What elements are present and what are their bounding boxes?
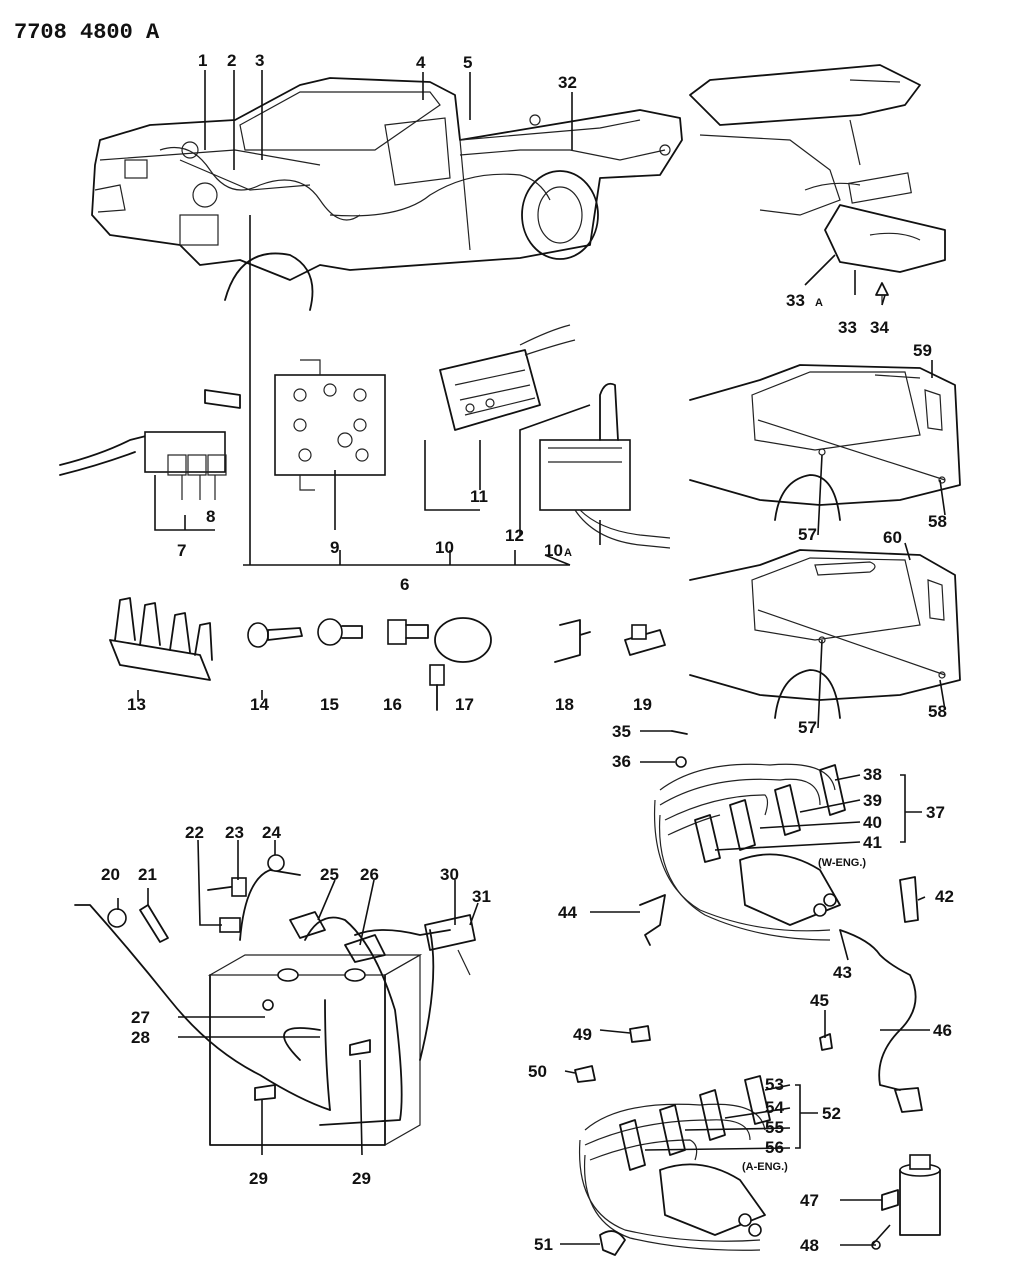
callout-33a-suffix: A: [815, 297, 823, 309]
callout-17: 17: [455, 695, 474, 714]
callout-47: 47: [800, 1191, 819, 1210]
callout-52: 52: [822, 1104, 841, 1123]
callout-33a: 33: [786, 291, 805, 310]
callout-42: 42: [935, 887, 954, 906]
callout-7: 7: [177, 541, 186, 560]
callout-35: 35: [612, 722, 631, 741]
callout-14: 14: [250, 695, 269, 714]
callout-57-upper: 57: [798, 525, 817, 544]
suv-view-lower: [689, 549, 961, 719]
callout-60: 60: [883, 528, 902, 547]
w-eng-note: (W-ENG.): [818, 857, 866, 869]
callout-2: 2: [227, 51, 236, 70]
callout-33: 33: [838, 318, 857, 337]
callout-54: 54: [765, 1098, 784, 1117]
callout-51: 51: [534, 1235, 553, 1254]
callout-48: 48: [800, 1236, 819, 1255]
callout-32: 32: [558, 73, 577, 92]
callout-29-right: 29: [352, 1169, 371, 1188]
callout-39: 39: [863, 791, 882, 810]
callout-46: 46: [933, 1021, 952, 1040]
callout-50: 50: [528, 1062, 547, 1081]
callout-45: 45: [810, 991, 829, 1010]
callout-10a: 10: [544, 541, 563, 560]
callout-29-left: 29: [249, 1169, 268, 1188]
pickup-truck-illustration: [91, 77, 683, 311]
suv-view-upper: [689, 364, 961, 521]
callout-13: 13: [127, 695, 146, 714]
callout-19: 19: [633, 695, 652, 714]
callout-16: 16: [383, 695, 402, 714]
callout-40: 40: [863, 813, 882, 832]
callout-10: 10: [435, 538, 454, 557]
callout-58-upper: 58: [928, 512, 947, 531]
callout-9: 9: [330, 538, 339, 557]
callout-59: 59: [913, 341, 932, 360]
rear-cab-view: [689, 64, 946, 305]
callout-22: 22: [185, 823, 204, 842]
callout-55: 55: [765, 1118, 784, 1137]
callout-18: 18: [555, 695, 574, 714]
callout-28: 28: [131, 1028, 150, 1047]
callout-21: 21: [138, 865, 157, 884]
callout-27: 27: [131, 1008, 150, 1027]
callout-6: 6: [400, 575, 409, 594]
callout-57-lower: 57: [798, 718, 817, 737]
connector-group: [59, 324, 671, 549]
callout-23: 23: [225, 823, 244, 842]
callout-44: 44: [558, 903, 577, 922]
callout-labels: 1 2 3 4 5 32 33 A 33 34 8 7 9 11 10 12 1…: [101, 51, 954, 1255]
leader-lines: [117, 70, 946, 1246]
w-eng-ignition-wire-set: [639, 730, 923, 1113]
battery-cable-assembly: [74, 854, 476, 1146]
callout-3: 3: [255, 51, 264, 70]
callout-26: 26: [360, 865, 379, 884]
callout-12: 12: [505, 526, 524, 545]
callout-24: 24: [262, 823, 281, 842]
callout-56: 56: [765, 1138, 784, 1157]
callout-20: 20: [101, 865, 120, 884]
a-eng-ignition-wire-set: [574, 1025, 941, 1256]
callout-58-lower: 58: [928, 702, 947, 721]
a-eng-note: (A-ENG.): [742, 1161, 788, 1173]
diagram-code: 7708 4800 A: [14, 20, 160, 45]
callout-5: 5: [463, 53, 472, 72]
callout-38: 38: [863, 765, 882, 784]
callout-41: 41: [863, 833, 882, 852]
callout-36: 36: [612, 752, 631, 771]
callout-10a-suffix: A: [564, 547, 572, 559]
callout-30: 30: [440, 865, 459, 884]
callout-49: 49: [573, 1025, 592, 1044]
callout-25: 25: [320, 865, 339, 884]
callout-11: 11: [470, 487, 488, 506]
callout-4: 4: [416, 53, 426, 72]
callout-1: 1: [198, 51, 207, 70]
callout-37: 37: [926, 803, 945, 822]
callout-34: 34: [870, 318, 889, 337]
callout-43: 43: [833, 963, 852, 982]
callout-53: 53: [765, 1075, 784, 1094]
callout-31: 31: [472, 887, 491, 906]
callout-15: 15: [320, 695, 339, 714]
callout-8: 8: [206, 507, 215, 526]
hardware-row: [109, 597, 666, 711]
